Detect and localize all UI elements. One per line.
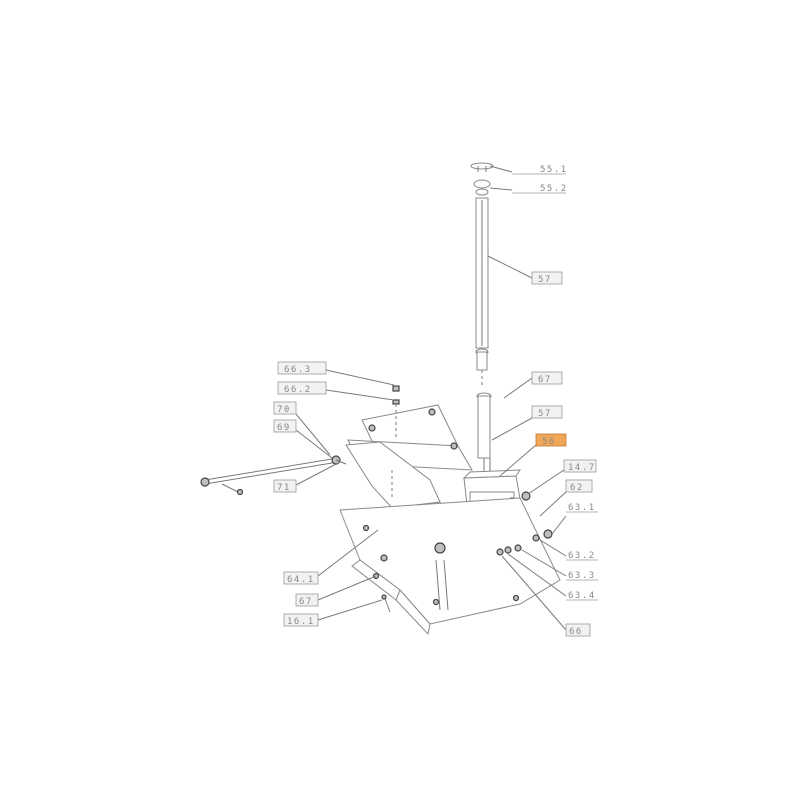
fastener-stack <box>496 529 553 556</box>
callout-text: 66.3 <box>284 365 312 375</box>
callout-text: 69 <box>277 423 291 433</box>
callout-62: 62 <box>565 479 593 493</box>
screw-set <box>392 385 400 440</box>
callout-55-2: 55.2 <box>512 184 568 194</box>
callout-57-top: 57 <box>531 271 563 285</box>
callout-text: 66.2 <box>284 385 312 395</box>
callout-text: 70 <box>277 405 291 415</box>
callout-text: 67 <box>299 597 313 607</box>
callout-text: 55.1 <box>540 165 568 175</box>
callout-67-a: 67 <box>531 371 563 385</box>
callout-67-b: 67 <box>295 593 319 607</box>
callout-55-1: 55.1 <box>512 165 568 175</box>
callout-text: 63.3 <box>568 571 596 581</box>
tie-rod <box>200 455 347 496</box>
leader-lines <box>295 165 567 631</box>
callout-63-3: 63.3 <box>566 571 598 581</box>
callout-text: 14.7 <box>568 463 596 473</box>
column-shaft <box>470 162 494 486</box>
callout-57-mid: 57 <box>531 405 563 419</box>
callout-text: 64.1 <box>287 575 315 585</box>
callout-16-1: 16.1 <box>283 613 319 627</box>
callout-text: 57 <box>538 409 552 419</box>
callout-63-1: 63.1 <box>566 503 598 513</box>
callout-labels: 55.1 55.2 57 67 57 56 14.7 62 <box>273 165 598 637</box>
callout-text: 57 <box>538 275 552 285</box>
lower-plate <box>339 497 561 636</box>
callout-text: 71 <box>277 483 291 493</box>
callout-text: 16.1 <box>287 617 315 627</box>
callout-text: 66 <box>569 627 583 637</box>
callout-56-highlighted: 56 <box>535 433 567 447</box>
pin-16-1 <box>381 594 391 613</box>
callout-text: 67 <box>538 375 552 385</box>
callout-64-1: 64.1 <box>283 571 319 585</box>
callout-63-4: 63.4 <box>566 591 598 601</box>
callout-70: 70 <box>273 401 297 415</box>
callout-text: 56 <box>542 437 556 447</box>
callout-text: 63.2 <box>568 551 596 561</box>
callout-66-3: 66.3 <box>277 361 327 375</box>
callout-66: 66 <box>565 623 591 637</box>
callout-69: 69 <box>273 419 297 433</box>
callout-text: 63.4 <box>568 591 596 601</box>
callout-14-7: 14.7 <box>563 459 597 473</box>
callout-66-2: 66.2 <box>277 381 327 395</box>
callout-text: 63.1 <box>568 503 596 513</box>
callout-71: 71 <box>273 479 297 493</box>
callout-text: 55.2 <box>540 184 568 194</box>
callout-63-2: 63.2 <box>566 551 598 561</box>
callout-text: 62 <box>570 483 584 493</box>
